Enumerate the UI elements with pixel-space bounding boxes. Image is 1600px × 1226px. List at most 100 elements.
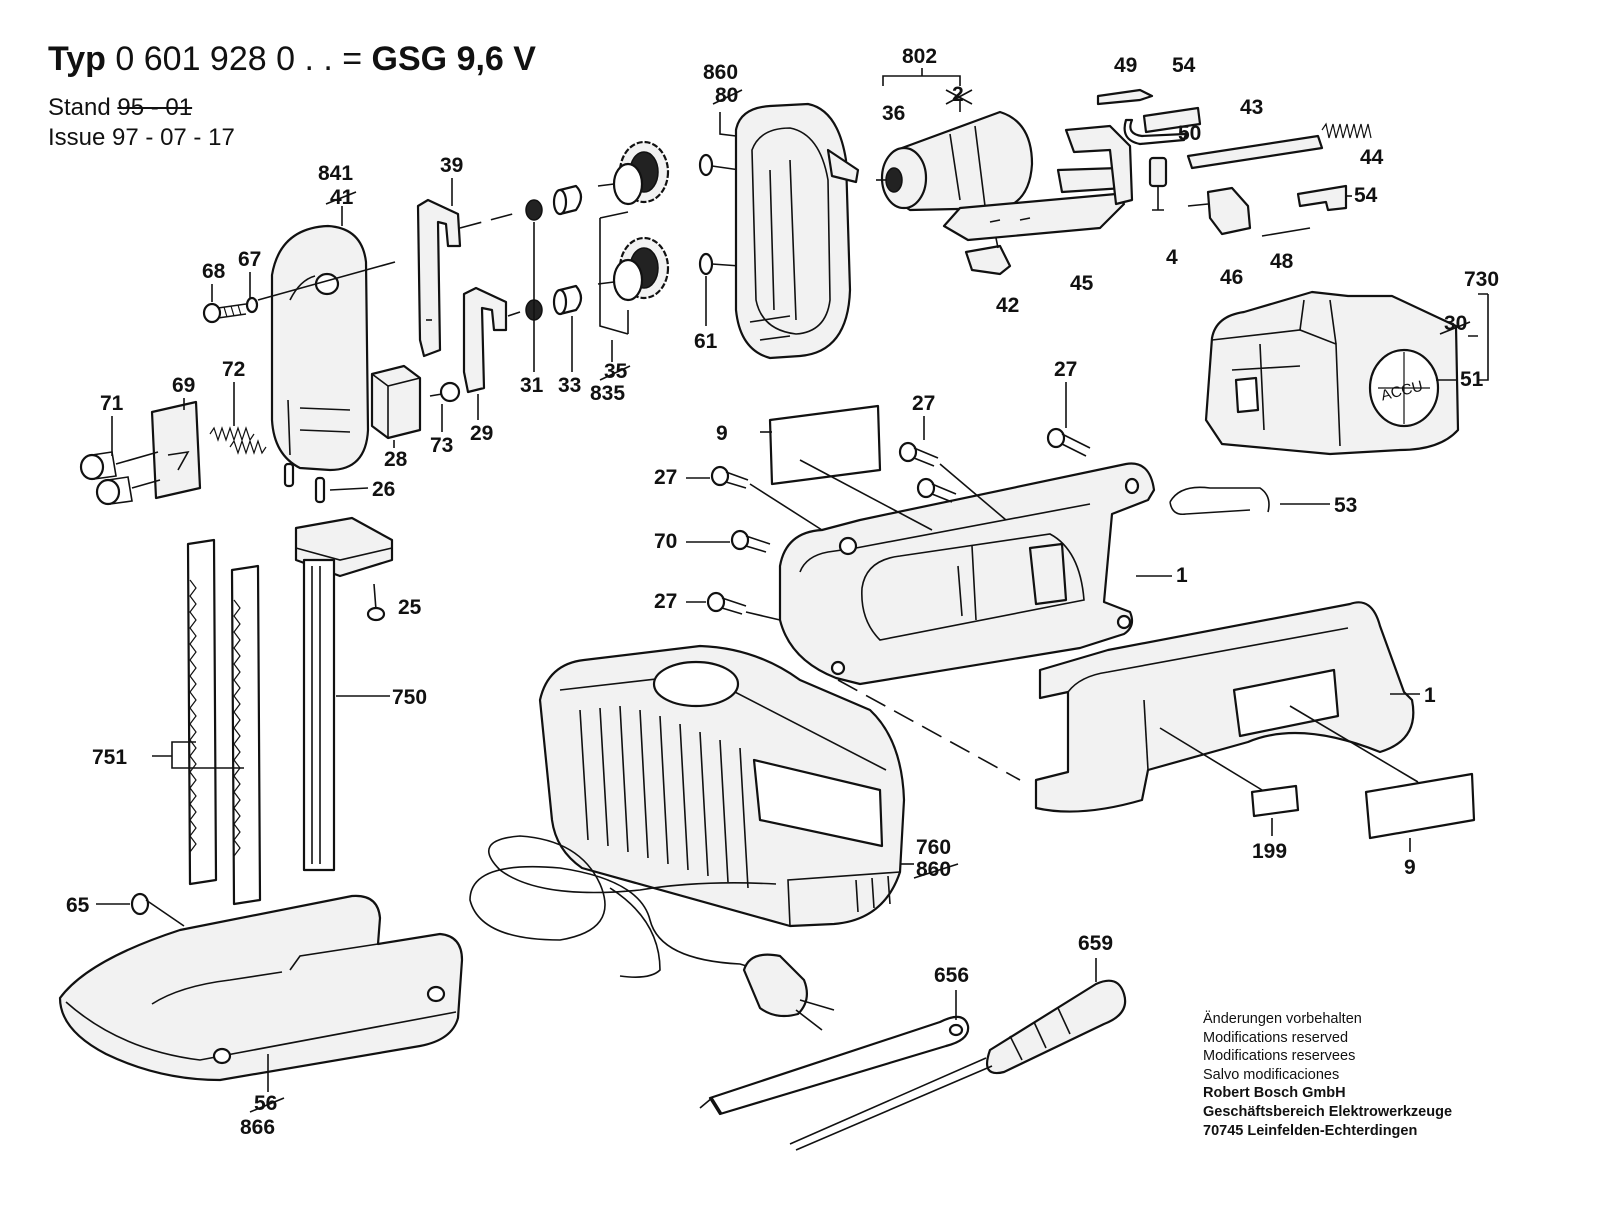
part-label-28: 28 (384, 448, 408, 471)
springs-72 (209, 426, 267, 455)
part-label-45: 45 (1070, 272, 1094, 295)
note-line-en: Modifications reserved (1203, 1029, 1349, 1046)
company-division: Geschäftsbereich Elektrowerkzeuge (1203, 1103, 1453, 1120)
typ-label: Typ (48, 40, 106, 78)
switch-4 (1148, 156, 1168, 211)
bushing-33-lower (552, 284, 583, 316)
guide-bracket-29 (462, 286, 508, 394)
axis-line-lower (507, 311, 521, 317)
typ-number: 0 601 928 0 . . = (115, 40, 363, 78)
part-label-72: 72 (222, 358, 245, 381)
stand-label: Stand (48, 94, 111, 121)
screw-65 (130, 892, 185, 927)
motor-36 (876, 110, 1034, 212)
part-label-49: 49 (1114, 54, 1137, 77)
superseded-label-35: 35 (604, 360, 628, 383)
gear-835-lower (597, 236, 670, 302)
part-label-9-upper: 9 (716, 422, 728, 445)
part-label-760: 760 (916, 836, 951, 859)
contact-50 (1123, 118, 1188, 146)
part-label-25: 25 (398, 596, 422, 619)
part-label-54-lower: 54 (1354, 184, 1378, 207)
cap-screws-71 (79, 451, 161, 506)
issue-line: Issue 97 - 07 - 17 (48, 124, 235, 152)
part-label-750: 750 (392, 686, 427, 709)
part-label-751: 751 (92, 746, 127, 769)
pinion-31-upper (525, 199, 543, 221)
contact-54-upper (1142, 106, 1202, 134)
screw-27-b (706, 591, 781, 621)
assembly-line (837, 679, 1021, 781)
part-label-656: 656 (934, 964, 969, 987)
part-label-54-upper: 54 (1172, 54, 1196, 77)
part-label-61: 61 (694, 330, 718, 353)
part-label-48: 48 (1270, 250, 1294, 273)
spring-wire-49 (1096, 88, 1154, 106)
mounting-plate-69 (150, 400, 202, 500)
issue-label: Issue (48, 124, 106, 151)
holder-750 (294, 516, 394, 872)
part-label-29: 29 (470, 422, 493, 445)
part-label-1-upper: 1 (1176, 564, 1188, 587)
base-foot-866 (58, 894, 464, 1082)
spring-44 (1321, 122, 1372, 139)
superseded-label-860: 860 (916, 858, 951, 881)
screw-27-d (916, 477, 957, 503)
slider-43 (1186, 134, 1324, 170)
part-label-67: 67 (238, 248, 261, 271)
company-address: 70745 Leinfelden-Echterdingen (1203, 1122, 1418, 1139)
part-label-36: 36 (882, 102, 905, 125)
part-label-50: 50 (1178, 122, 1201, 145)
part-label-4: 4 (1166, 246, 1178, 269)
label-plate-199 (1250, 784, 1300, 818)
part-label-730: 730 (1464, 268, 1499, 291)
company-name: Robert Bosch GmbH (1203, 1085, 1346, 1102)
screw-27-a (710, 465, 823, 531)
part-label-199: 199 (1252, 840, 1287, 863)
guide-bracket-39 (416, 198, 462, 358)
note-line-fr: Modifications reservees (1203, 1048, 1356, 1065)
part-label-65: 65 (66, 894, 90, 917)
part-label-69: 69 (172, 374, 195, 397)
washer-67 (245, 296, 259, 314)
part-label-51: 51 (1460, 368, 1484, 391)
part-label-53: 53 (1334, 494, 1357, 517)
screwdriver-659 (789, 979, 1127, 1151)
battery-pack-730: ACCU (1204, 290, 1460, 456)
handle-half-1-upper (778, 462, 1156, 686)
part-label-43: 43 (1240, 96, 1263, 119)
part-label-44: 44 (1360, 146, 1384, 169)
note-line-es: Salvo modificaciones (1203, 1066, 1340, 1083)
part-label-68: 68 (202, 260, 226, 283)
contact-54-lower (1296, 184, 1348, 212)
superseded-label-56: 56 (254, 1092, 277, 1115)
screw-68 (202, 302, 247, 324)
part-label-26: 26 (372, 478, 395, 501)
switch-slide-45 (942, 124, 1134, 242)
mains-plug (742, 953, 835, 1031)
part-label-71: 71 (100, 392, 124, 415)
washer-61-upper (698, 153, 714, 177)
terminal-46 (1206, 186, 1252, 236)
bracket-802 (882, 68, 961, 86)
part-label-841: 841 (318, 162, 353, 185)
pin-48 (1261, 227, 1311, 237)
axis-line-upper (459, 211, 521, 229)
screw-70 (730, 529, 771, 553)
note-line-de: Änderungen vorbehalten (1203, 1011, 1362, 1027)
part-label-860: 860 (703, 61, 738, 84)
part-label-39: 39 (440, 154, 463, 177)
part-label-31: 31 (520, 374, 544, 397)
screw-73 (429, 381, 461, 403)
superseded-label-2: 2 (952, 83, 964, 106)
screw-27-c (898, 441, 1007, 521)
bushing-33-upper (552, 184, 583, 216)
pin-26b (314, 476, 326, 504)
power-cable (469, 835, 777, 971)
hex-wrench-656 (699, 1015, 970, 1116)
part-label-27-d: 27 (654, 590, 677, 613)
blade-751b (230, 564, 262, 906)
block-28 (370, 364, 422, 440)
part-label-27-a: 27 (1054, 358, 1077, 381)
